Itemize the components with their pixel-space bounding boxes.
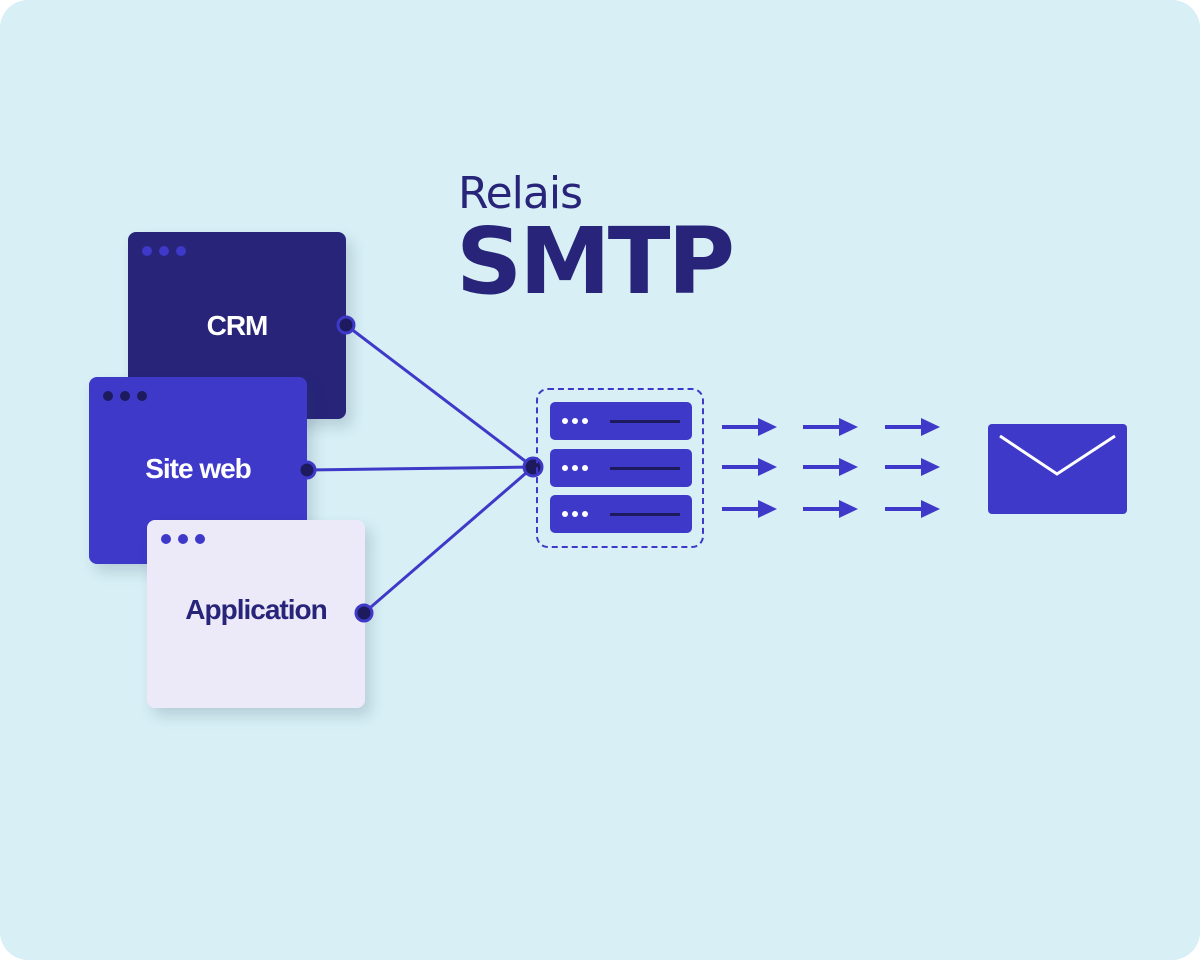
arrow-right-icon [885,500,940,518]
arrow-right-icon [803,500,858,518]
connector-node-application [354,603,374,623]
arrow-right-icon [722,418,777,436]
connector-node-crm [336,315,356,335]
window-application-label: Application [185,594,327,625]
window-site-web-label: Site web [145,453,252,484]
connector-line-application [363,465,534,615]
connector-line-crm [345,323,534,469]
arrow-right-icon [722,458,777,476]
window-crm-label: CRM [206,310,269,341]
arrow-right-icon [803,458,858,476]
window-dots-icon [161,534,205,544]
arrow-right-icon [885,458,940,476]
arrow-right-icon [803,418,858,436]
arrow-right-icon [885,418,940,436]
title-smtp: SMTP [456,208,735,315]
connector-node-site-web [297,460,317,480]
window-application: Application [147,520,365,708]
window-dots-icon [103,391,147,401]
server-stack-icon [536,388,704,548]
connector-line-site-web [306,465,534,472]
envelope-icon [988,424,1127,514]
server-unit [550,495,692,533]
arrows-group [722,418,940,518]
arrow-right-icon [722,500,777,518]
title-relais: Relais [458,168,583,219]
window-dots-icon [142,246,186,256]
server-unit [550,402,692,440]
server-unit [550,449,692,487]
